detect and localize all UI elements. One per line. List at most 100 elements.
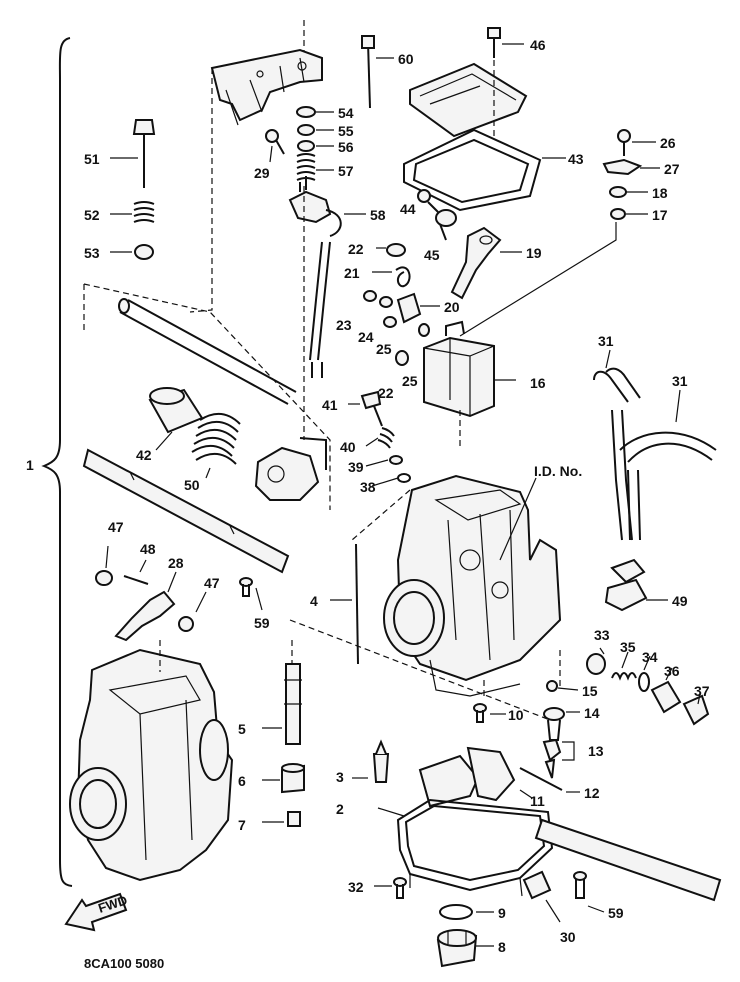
label-31-right: 31 (672, 373, 688, 389)
label-17: 17 (652, 207, 668, 223)
label-9: 9 (498, 905, 506, 921)
label-19: 19 (526, 245, 542, 261)
label-56: 56 (338, 139, 354, 155)
jet-holder-20 (396, 292, 422, 324)
label-8: 8 (498, 939, 506, 955)
label-27: 27 (664, 161, 680, 177)
label-47-left: 47 (108, 519, 124, 535)
label-32: 32 (348, 879, 364, 895)
oring-34 (638, 672, 650, 692)
label-7: 7 (238, 817, 246, 833)
label-20: 20 (444, 299, 460, 315)
drain-plug-8 (436, 929, 478, 968)
id-number-label: I.D. No. (534, 463, 582, 479)
washer-18 (609, 186, 627, 198)
washer-24 (379, 296, 393, 308)
cable-fitting-58 (288, 176, 342, 378)
label-26: 26 (660, 135, 676, 151)
valve-33 (586, 653, 606, 675)
oring-38 (397, 473, 411, 483)
needle-jet-13 (542, 738, 562, 779)
screw-29 (265, 129, 285, 155)
label-29: 29 (254, 165, 270, 181)
screw-44 (417, 189, 439, 213)
label-25-left: 25 (376, 341, 392, 357)
label-53: 53 (84, 245, 100, 261)
label-38: 38 (360, 479, 376, 495)
clip-21 (395, 266, 411, 288)
label-21: 21 (344, 265, 360, 281)
hoses-31 (593, 367, 717, 541)
screw-10 (473, 703, 487, 723)
label-33: 33 (594, 627, 610, 643)
label-39: 39 (348, 459, 364, 475)
float-valve-3 (372, 739, 390, 783)
screw-26 (617, 129, 631, 156)
label-50: 50 (184, 477, 200, 493)
front-arrow: FWD (64, 892, 129, 932)
pin-12 (519, 767, 563, 791)
screw-36 (650, 680, 682, 714)
assembly-bracket (41, 37, 73, 887)
label-16: 16 (530, 375, 546, 391)
label-23: 23 (336, 317, 352, 333)
label-31-left: 31 (598, 333, 614, 349)
float-bowl-2 (396, 798, 554, 897)
jet-7 (287, 811, 301, 827)
screw-32 (393, 877, 407, 899)
spring-40 (377, 427, 395, 449)
lever-19 (450, 226, 502, 300)
washer-53 (134, 244, 154, 260)
label-59-left: 59 (254, 615, 270, 631)
label-10: 10 (508, 707, 524, 723)
top-cover-46 (409, 27, 528, 138)
label-36: 36 (664, 663, 680, 679)
main-jet-14 (543, 707, 565, 741)
label-37: 37 (694, 683, 710, 699)
screw-59-left (239, 577, 253, 597)
label-52: 52 (84, 207, 100, 223)
lever-28 (114, 590, 176, 642)
label-51: 51 (84, 151, 100, 167)
label-48: 48 (140, 541, 156, 557)
label-42: 42 (136, 447, 152, 463)
cap-37 (682, 694, 710, 726)
holder-6 (281, 763, 305, 794)
top-bracket (210, 48, 323, 126)
label-43: 43 (568, 151, 584, 167)
spring-52 (133, 201, 155, 223)
label-1: 1 (26, 457, 34, 473)
bracket-27 (602, 158, 643, 176)
label-57: 57 (338, 163, 354, 179)
label-25-right: 25 (402, 373, 418, 389)
washer-25-a (383, 316, 397, 328)
id-pointer (499, 477, 537, 561)
label-2: 2 (336, 801, 344, 817)
jet-15 (546, 680, 558, 692)
label-46: 46 (530, 37, 546, 53)
drawing-code: 8CA100 5080 (84, 956, 164, 971)
label-4: 4 (310, 593, 318, 609)
screw-41 (360, 390, 383, 427)
label-13: 13 (588, 743, 604, 759)
plug-45 (435, 209, 457, 241)
gasket-43 (403, 128, 542, 212)
bracket-strip (534, 818, 722, 902)
needle-4 (355, 543, 359, 665)
label-15: 15 (582, 683, 598, 699)
label-24: 24 (358, 329, 374, 345)
washer-39 (389, 455, 403, 465)
float-11 (418, 746, 516, 808)
label-59-right: 59 (608, 905, 624, 921)
label-30: 30 (560, 929, 576, 945)
carburetor-body (383, 474, 562, 697)
spring-50 (191, 413, 241, 465)
left-bracket-strip (82, 448, 290, 574)
sleeve-42 (148, 387, 204, 434)
label-45: 45 (424, 247, 440, 263)
clamp-49 (604, 558, 648, 612)
label-60: 60 (398, 51, 414, 67)
needle-jet-5 (284, 663, 302, 745)
label-28: 28 (168, 555, 184, 571)
